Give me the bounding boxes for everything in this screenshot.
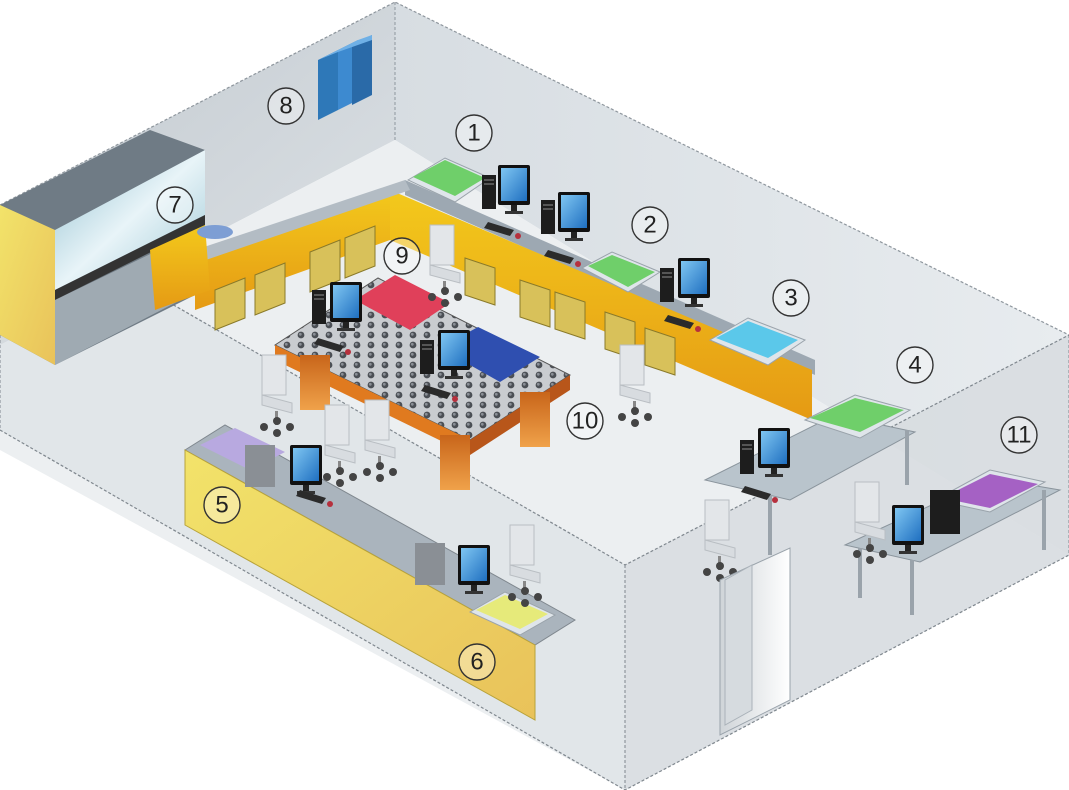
label-2: 2 [643, 212, 656, 239]
front-bench [184, 424, 576, 721]
station-1 [406, 157, 590, 267]
callout-5: 5 [203, 486, 241, 524]
station-4 [702, 394, 917, 583]
label-9: 9 [395, 243, 408, 270]
label-6: 6 [470, 649, 483, 676]
callout-6: 6 [458, 643, 496, 681]
callout-7: 7 [156, 186, 194, 224]
station-3 [708, 317, 807, 366]
callout-3: 3 [772, 279, 810, 317]
label-10: 10 [572, 408, 599, 435]
callout-4: 4 [896, 346, 934, 384]
label-5: 5 [215, 492, 228, 519]
callout-1: 1 [455, 114, 493, 152]
callout-8: 8 [267, 87, 305, 125]
back-right-wall [395, 2, 1069, 555]
station-2 [580, 251, 710, 332]
label-4: 4 [908, 352, 921, 379]
door [719, 547, 791, 736]
binders [318, 35, 372, 120]
central-table [259, 224, 653, 490]
label-11: 11 [1007, 422, 1032, 449]
station-11 [843, 469, 1062, 615]
label-8: 8 [279, 93, 292, 120]
callout-11: 11 [1000, 416, 1038, 454]
callout-2: 2 [631, 206, 669, 244]
fume-hood [0, 130, 233, 365]
label-1: 1 [467, 120, 480, 147]
label-3: 3 [784, 285, 797, 312]
callout-9: 9 [383, 237, 421, 275]
callout-10: 10 [566, 402, 604, 440]
label-7: 7 [168, 192, 181, 219]
